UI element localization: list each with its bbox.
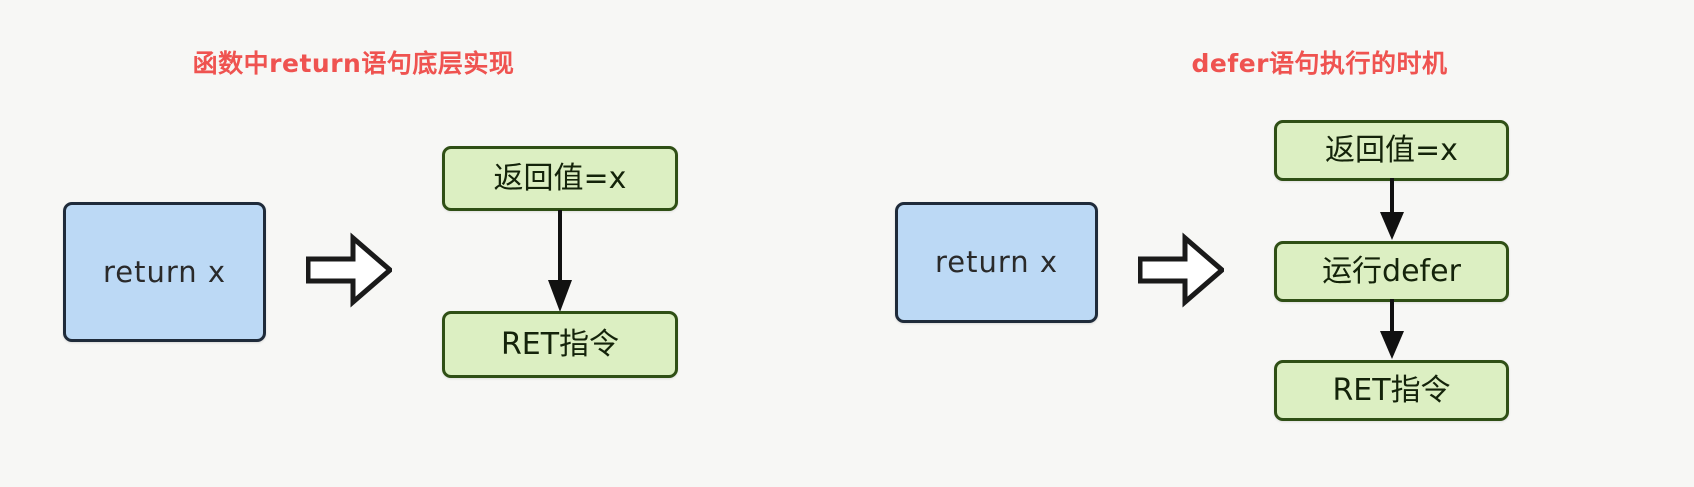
right-block-arrow-icon <box>305 232 394 308</box>
node-step-3-right: RET指令 <box>1274 360 1509 421</box>
panel-title-right: defer语句执行的时机 <box>1191 49 1448 78</box>
node-step-2-left: RET指令 <box>442 311 678 378</box>
node-step-1-left: 返回值=x <box>442 146 678 211</box>
down-arrow-icon-right-2 <box>1354 299 1434 363</box>
node-step-2-right: 运行defer <box>1274 241 1509 302</box>
panel-title-left: 函数中return语句底层实现 <box>192 49 515 78</box>
node-return-statement-left: return x <box>63 202 266 342</box>
down-arrow-icon-right-1 <box>1354 178 1434 244</box>
panel-return-implementation: 函数中return语句底层实现 return x 返回值=x RET指令 <box>63 49 678 378</box>
node-return-statement-right: return x <box>895 202 1098 323</box>
panel-defer-timing: defer语句执行的时机 return x 返回值=x 运行defer <box>847 0 1694 487</box>
right-block-arrow-icon <box>1137 232 1226 308</box>
down-arrow-icon-left-1 <box>522 208 602 316</box>
node-step-1-right: 返回值=x <box>1274 120 1509 181</box>
